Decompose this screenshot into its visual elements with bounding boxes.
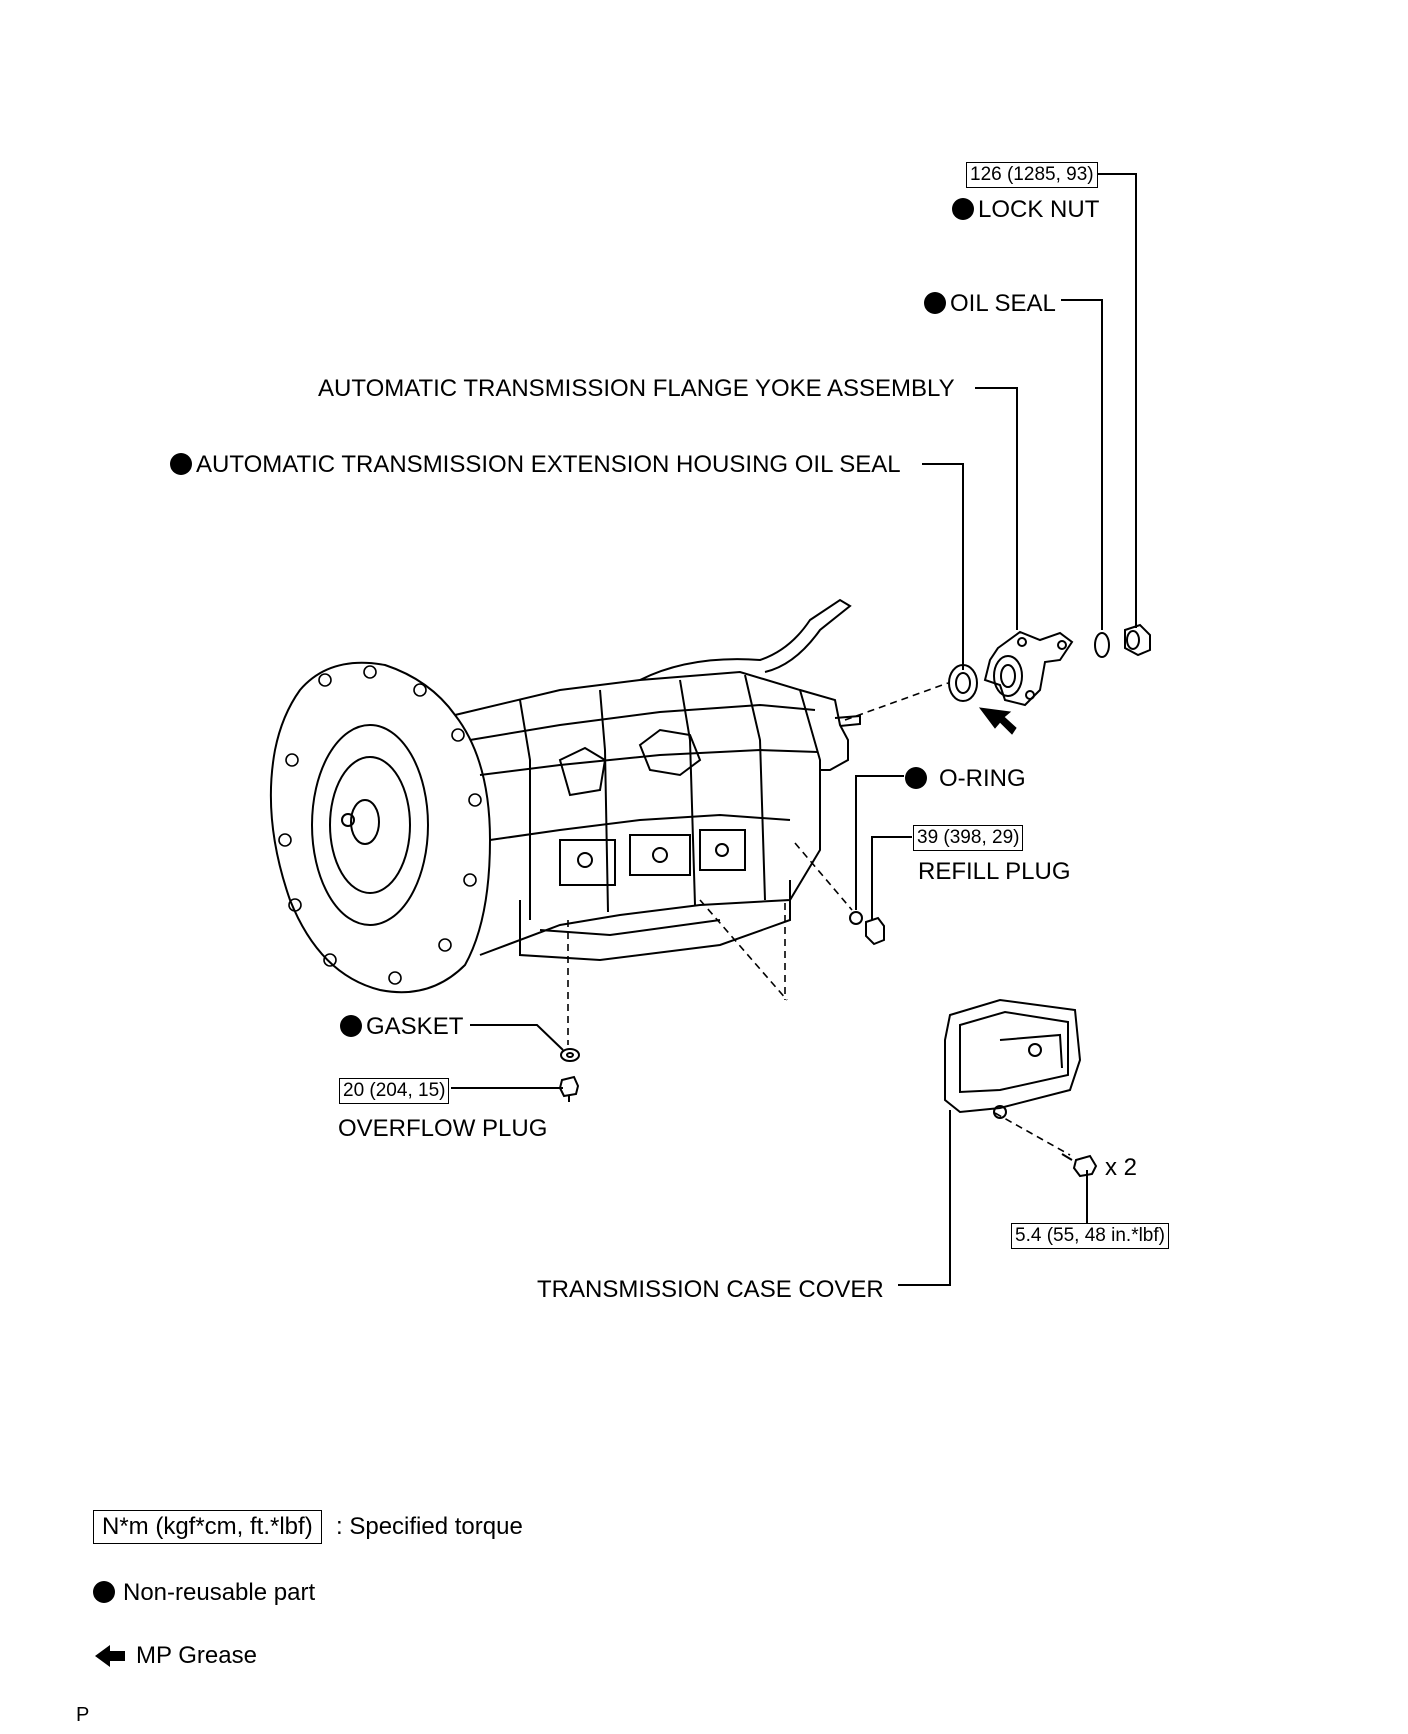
label-o-ring: O-RING <box>905 765 1026 793</box>
label-oil-seal: OIL SEAL <box>924 290 1056 318</box>
case-cover-part <box>944 998 1082 1119</box>
non-reusable-icon <box>905 767 927 789</box>
case-cover-bolt-part <box>1061 1153 1098 1178</box>
leader-flange-yoke <box>975 387 1018 630</box>
overflow-plug-part <box>558 1075 580 1102</box>
alignment-lines <box>567 682 1071 1156</box>
non-reusable-icon <box>93 1581 115 1603</box>
extension-seal-part <box>948 664 978 702</box>
transmission-body <box>269 598 861 994</box>
non-reusable-icon <box>340 1015 362 1037</box>
label-ext-housing-seal: AUTOMATIC TRANSMISSION EXTENSION HOUSING… <box>170 451 901 479</box>
legend-non-reusable: Non-reusable part <box>93 1578 315 1608</box>
label-refill-plug: REFILL PLUG <box>918 858 1071 885</box>
o-ring-part <box>849 911 863 925</box>
label-flange-yoke: AUTOMATIC TRANSMISSION FLANGE YOKE ASSEM… <box>318 375 955 402</box>
flange-yoke-part <box>983 630 1074 707</box>
lock-nut-part <box>1124 623 1151 657</box>
leader-oil-seal <box>1061 299 1103 630</box>
leader-ext-seal <box>922 463 964 670</box>
non-reusable-icon <box>924 292 946 314</box>
oil-seal-part <box>1094 632 1110 658</box>
grease-arrow-icon <box>978 707 1017 735</box>
torque-refill-plug: 39 (398, 29) <box>913 825 1024 851</box>
legend-grease: MP Grease <box>136 1642 257 1669</box>
leader-case-cover <box>898 1110 951 1286</box>
footer-code: P <box>76 1704 90 1726</box>
label-qty: x 2 <box>1105 1154 1138 1181</box>
leader-gasket <box>470 1024 564 1051</box>
legend-torque-desc: : Specified torque <box>336 1513 523 1540</box>
legend-torque-box: N*m (kgf*cm, ft.*lbf) <box>93 1510 322 1544</box>
legend-grease-arrow-icon <box>95 1645 125 1667</box>
leader-refill-plug <box>871 836 912 920</box>
non-reusable-icon <box>170 453 192 475</box>
label-case-cover: TRANSMISSION CASE COVER <box>537 1276 884 1303</box>
label-lock-nut: LOCK NUT <box>952 196 1099 224</box>
torque-overflow-plug: 20 (204, 15) <box>339 1078 450 1104</box>
refill-plug-part <box>865 916 885 946</box>
leader-lock-nut <box>1097 173 1137 628</box>
non-reusable-icon <box>952 198 974 220</box>
leader-o-ring <box>855 775 904 910</box>
gasket-part <box>560 1048 580 1062</box>
torque-lock-nut: 126 (1285, 93) <box>966 162 1098 188</box>
label-gasket: GASKET <box>340 1013 463 1041</box>
torque-case-cover-bolt: 5.4 (55, 48 in.*lbf) <box>1011 1223 1169 1249</box>
label-overflow-plug: OVERFLOW PLUG <box>338 1115 548 1142</box>
